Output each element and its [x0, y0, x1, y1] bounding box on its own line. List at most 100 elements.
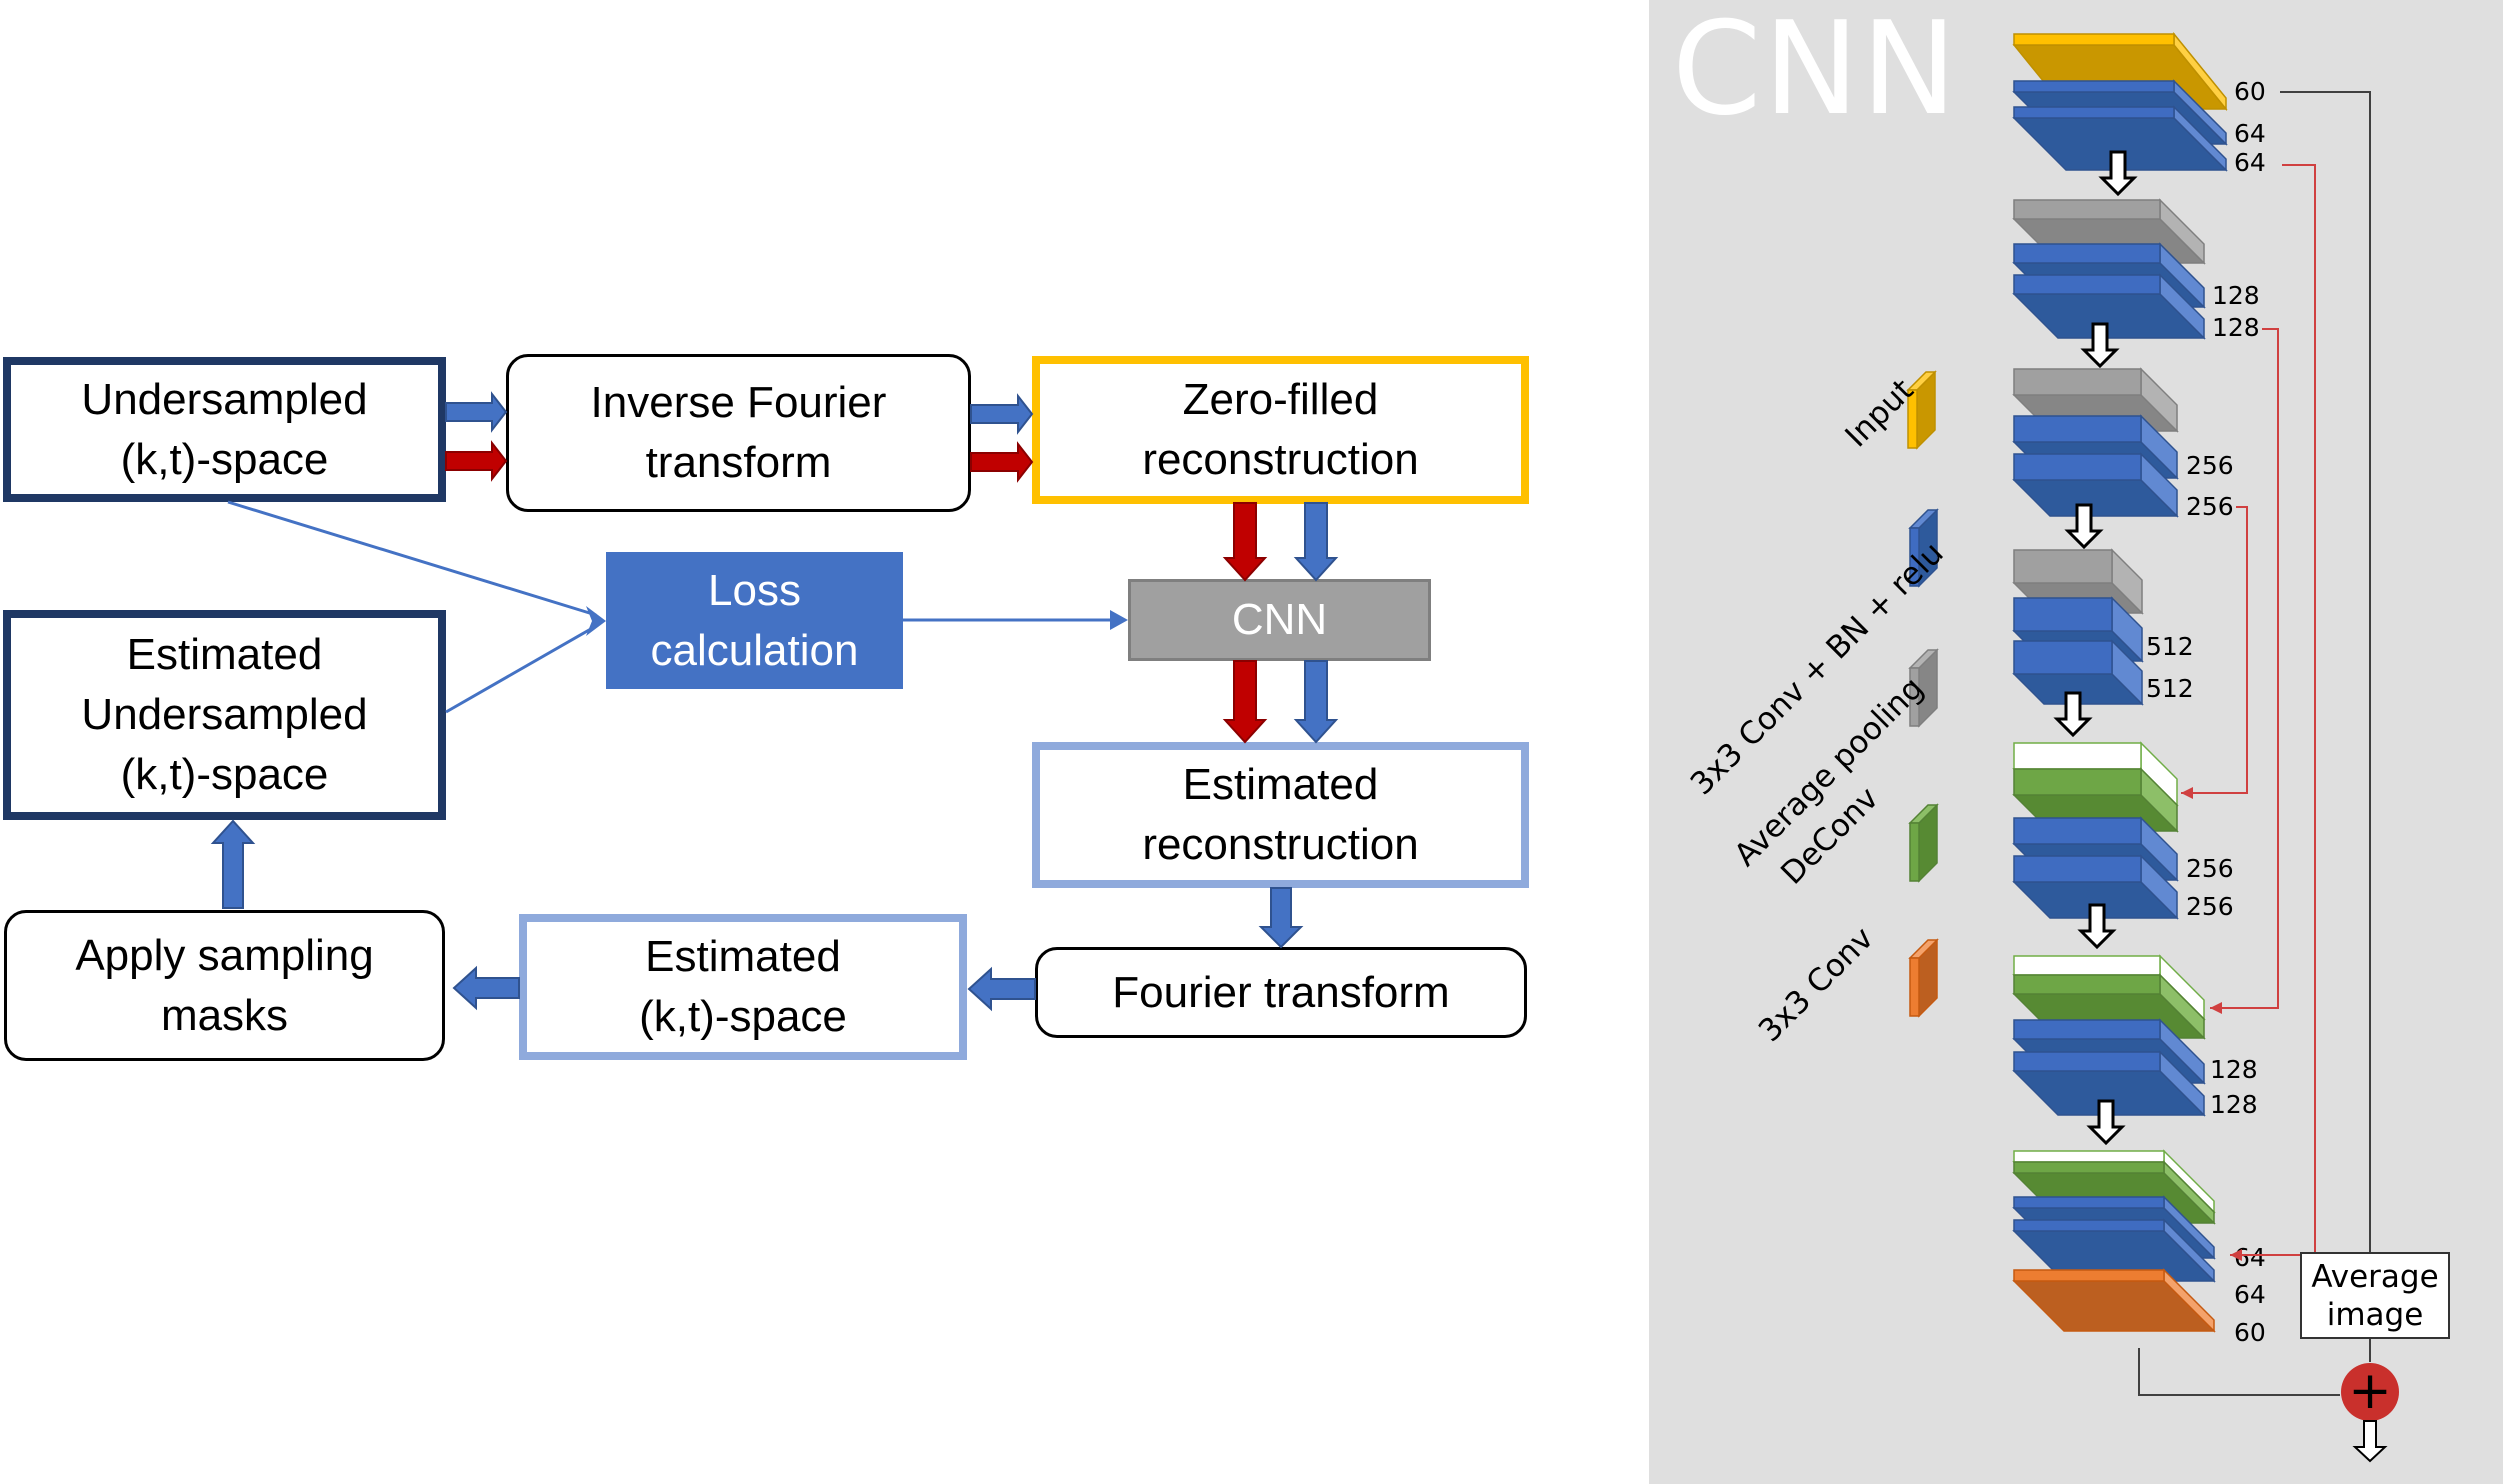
conv-layer [2012, 452, 2179, 518]
skip-arrowhead-icon [2230, 1249, 2242, 1261]
channel-count-label: 128 [2212, 313, 2260, 342]
arrowhead-icon [586, 606, 606, 636]
channel-count-label: 64 [2234, 1280, 2266, 1309]
pool-layer-front [2013, 368, 2142, 396]
inverse-fourier-transform-box: Inverse Fourier transform [506, 354, 971, 512]
down-arrow-icon [2080, 322, 2120, 369]
output-arrow-icon [2352, 1420, 2388, 1463]
loss-input-line [227, 500, 597, 617]
residual-line [2280, 91, 2371, 1252]
conv-layer-front [2013, 243, 2161, 264]
channel-count-label: 512 [2146, 632, 2194, 661]
arrowhead-icon [1110, 610, 1128, 630]
channel-count-label: 128 [2210, 1055, 2258, 1084]
skip-connection-128 [2210, 328, 2279, 1009]
loss-input-line [445, 624, 597, 714]
channel-count-label: 256 [2186, 892, 2234, 921]
channel-count-label: 256 [2186, 451, 2234, 480]
concat-layer-front [2013, 955, 2161, 976]
deconv-layer-front [2013, 768, 2142, 796]
undersampled-kt-space-label: Undersampled (k,t)-space [81, 374, 368, 484]
conv-layer [2012, 273, 2206, 340]
skip-connection-256 [2181, 506, 2248, 794]
output-conv-layer-front [2013, 1269, 2165, 1282]
skip-arrowhead-icon [2181, 787, 2193, 799]
blue-arrow-icon [970, 393, 1034, 435]
legend-swatch-front [1907, 389, 1918, 449]
channel-count-label: 60 [2234, 1318, 2266, 1347]
sum-node-icon [2341, 1363, 2399, 1421]
conv-layer [2012, 854, 2179, 920]
zero-filled-reconstruction-box: Zero-filled reconstruction [1032, 356, 1529, 504]
blue-arrow-icon [1293, 660, 1339, 744]
channel-count-label: 512 [2146, 674, 2194, 703]
down-arrow-icon [2053, 691, 2093, 738]
loss-calculation-box: Loss calculation [606, 552, 903, 689]
estimated-reconstruction-box: Estimated reconstruction [1032, 742, 1529, 888]
channel-count-label: 60 [2234, 77, 2266, 106]
legend-label: 3x3 Conv [1752, 920, 1881, 1049]
channel-count-label: 256 [2186, 854, 2234, 883]
estimated-kt-space-box: Estimated (k,t)-space [519, 914, 967, 1060]
down-arrow-icon [2086, 1099, 2126, 1146]
average-image-box: Average image [2300, 1252, 2450, 1339]
blue-arrow-icon [967, 966, 1036, 1012]
blue-arrow-icon [1293, 502, 1339, 582]
concat-layer-front [2013, 1150, 2165, 1163]
conv-layer-front [2013, 1219, 2165, 1232]
channel-count-label: 64 [2234, 148, 2266, 177]
output-conv-layer-face [2012, 1280, 2216, 1332]
inverse-fourier-transform-label: Inverse Fourier transform [590, 378, 887, 487]
blue-arrow-icon [445, 391, 508, 433]
deconv-layer-front [2013, 974, 2161, 995]
zero-filled-reconstruction-label: Zero-filled reconstruction [1142, 375, 1419, 484]
red-arrow-icon [970, 441, 1034, 483]
conv-layer-front [2013, 855, 2142, 883]
input-layer-front [2013, 33, 2175, 46]
legend-swatch-front [1909, 957, 1920, 1017]
apply-sampling-masks-label: Apply sampling masks [75, 930, 374, 1040]
conv-layer-front [2013, 1019, 2161, 1040]
channel-count-label: 128 [2212, 281, 2260, 310]
down-arrow-icon [2077, 903, 2117, 950]
red-arrow-icon [1222, 660, 1268, 744]
legend-item-input: Input [1838, 370, 1937, 454]
down-arrow-icon [2064, 503, 2104, 550]
conv-layer-front [2013, 640, 2113, 675]
legend-swatch-front [1909, 527, 1920, 587]
cnn-architecture: 6064641281282562565125122562561281286464… [2012, 31, 2399, 1463]
conv-layer [2012, 105, 2228, 172]
fourier-transform-label: Fourier transform [1112, 967, 1450, 1017]
deconv-layer-front [2013, 1161, 2165, 1174]
conv-layer-front [2013, 415, 2142, 443]
output-line [2138, 1348, 2340, 1396]
blue-arrow-icon [1258, 887, 1304, 949]
down-arrow-icon [2098, 150, 2138, 197]
conv-layer [2012, 639, 2144, 706]
estimated-kt-space-label: Estimated (k,t)-space [639, 932, 847, 1041]
conv-layer-front [2013, 274, 2161, 295]
conv-layer-front [2013, 106, 2175, 119]
legend-swatch-front [1909, 822, 1920, 882]
concat-layer-front [2013, 742, 2142, 770]
estimated-undersampled-kt-space-label: Estimated Undersampled (k,t)-space [81, 630, 368, 799]
conv-layer-front [2013, 1051, 2161, 1072]
conv-layer-front [2013, 80, 2175, 93]
apply-sampling-masks-box: Apply sampling masks [4, 910, 445, 1061]
channel-count-label: 128 [2210, 1090, 2258, 1119]
legend-swatch-front [1909, 667, 1920, 727]
conv-layer-front [2013, 453, 2142, 481]
skip-arrowhead-icon [2210, 1002, 2222, 1014]
loss-calculation-label: Loss calculation [650, 565, 859, 675]
red-arrow-icon [445, 440, 508, 482]
blue-arrow-icon [452, 965, 520, 1011]
channel-count-label: 64 [2234, 119, 2266, 148]
flow-arrows [210, 391, 1339, 1012]
fourier-transform-box: Fourier transform [1035, 947, 1527, 1038]
cnn-panel-title: CNN [1672, 0, 1959, 144]
plus-icon: + [2348, 1361, 2392, 1421]
output-conv-layer [2012, 1268, 2216, 1333]
estimated-undersampled-kt-space-box: Estimated Undersampled (k,t)-space [3, 610, 446, 820]
channel-count-label: 256 [2186, 492, 2234, 521]
